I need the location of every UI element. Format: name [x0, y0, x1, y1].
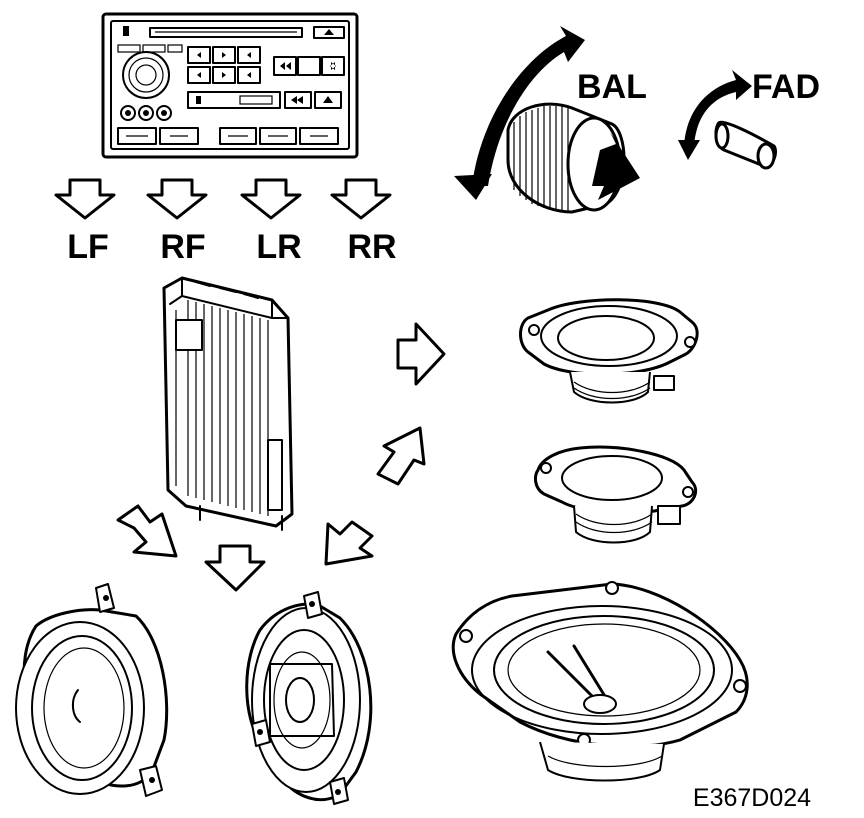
arrow-down-icon [204, 544, 266, 592]
arrow-rr-icon [330, 178, 392, 220]
front-speaker [519, 298, 699, 404]
balance-knob [454, 26, 640, 214]
arrow-to-tweeter-icon [376, 426, 426, 486]
figure-code: E367D024 [693, 784, 811, 812]
label-rf: RF [160, 228, 205, 266]
label-lr: LR [256, 228, 301, 266]
arrow-rf-icon [146, 178, 208, 220]
label-lf: LF [67, 228, 109, 266]
label-rr: RR [347, 228, 396, 266]
label-fad: FAD [752, 68, 820, 106]
rear-oval-speaker [451, 581, 749, 782]
arrow-to-right-rear-icon [324, 520, 374, 566]
tweeter-speaker [534, 445, 698, 544]
channel-arrows [54, 178, 392, 220]
fader-knob [678, 70, 778, 170]
arrow-to-front-speaker-icon [396, 322, 446, 386]
left-rear-speaker [15, 583, 169, 797]
right-rear-speaker [245, 591, 373, 805]
amplifier [162, 276, 294, 531]
amplifier-output-arrows [116, 322, 446, 592]
radio-head-unit [101, 12, 359, 159]
arrow-lr-icon [240, 178, 302, 220]
arrow-to-left-rear-icon [116, 504, 178, 558]
arrow-lf-icon [54, 178, 116, 220]
label-bal: BAL [577, 68, 647, 106]
